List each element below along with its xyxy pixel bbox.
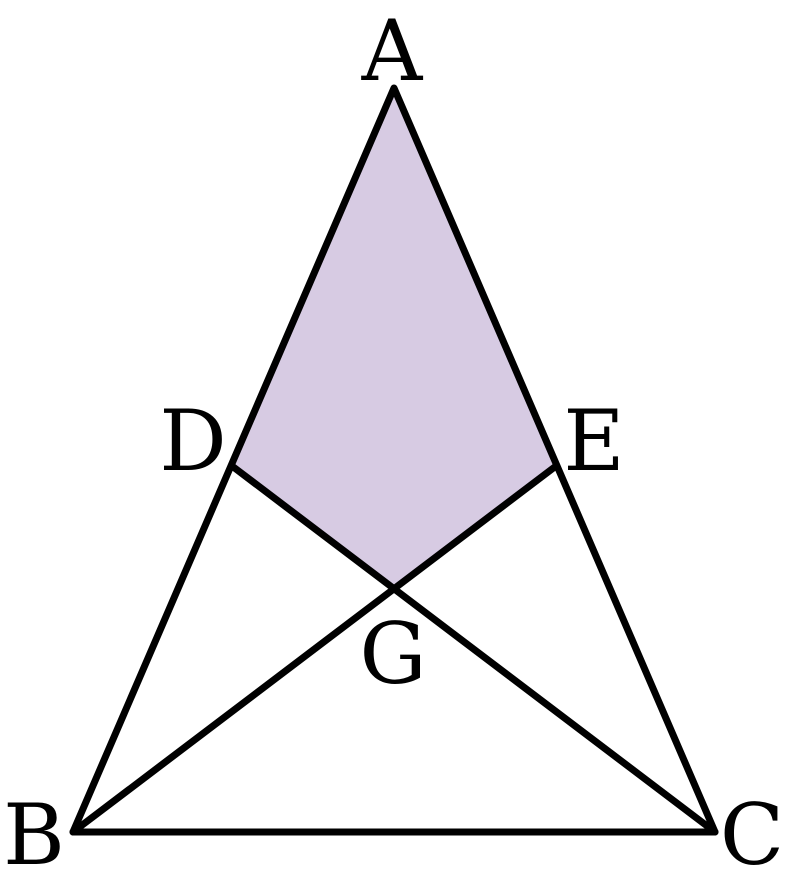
- label-d: D: [159, 392, 226, 490]
- shaded-quadrilateral-adge: [232, 88, 556, 587]
- label-g: G: [359, 605, 426, 703]
- segment-dc: [228, 462, 719, 836]
- label-a: A: [361, 2, 424, 100]
- label-e: E: [563, 392, 624, 490]
- triangle-abc: [69, 84, 719, 836]
- label-b: B: [3, 786, 65, 884]
- label-c: C: [720, 786, 784, 884]
- segment-be: [69, 462, 560, 836]
